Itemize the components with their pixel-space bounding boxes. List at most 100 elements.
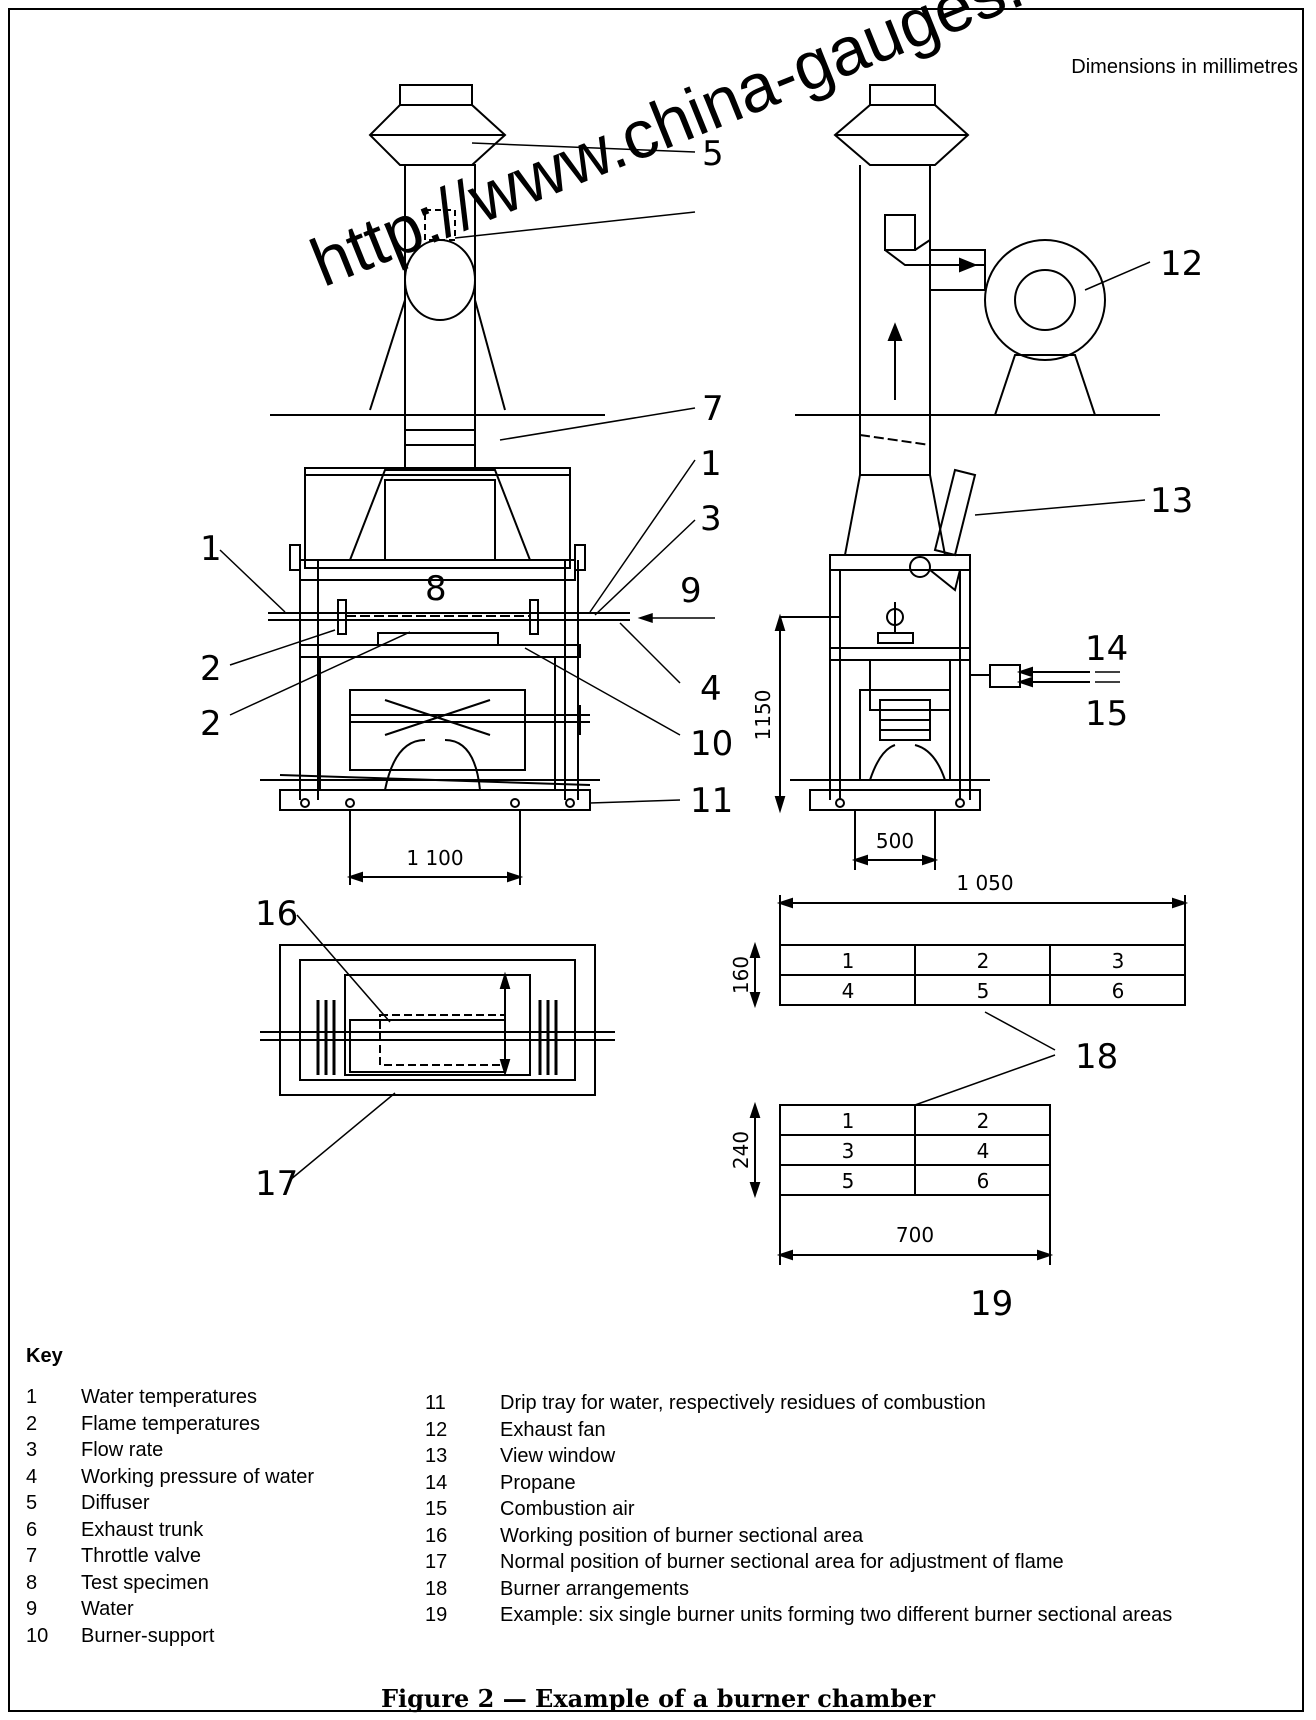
key-text: Exhaust trunk [81, 1518, 204, 1541]
dim-240: 240 [729, 1131, 753, 1169]
table-a-cell: 5 [977, 979, 990, 1003]
key-text: Working pressure of water [81, 1465, 315, 1488]
figure-caption: Figure 2 — Example of a burner chamber [380, 1684, 936, 1713]
burner-chamber-drawing: 5 7 1 2 2 8 1 3 9 4 10 11 12 13 14 15 16… [200, 84, 1203, 1324]
callout-7: 7 [702, 389, 724, 429]
key-number: 13 [425, 1445, 448, 1467]
key-text: View window [500, 1445, 616, 1467]
callout-12: 12 [1160, 244, 1203, 284]
key-title: Key [26, 1345, 63, 1367]
key-item: 11 Drip tray for water, respectively resi… [425, 1390, 1172, 1417]
callout-3: 3 [700, 499, 722, 539]
key-text: Example: six single burner units forming… [500, 1604, 1173, 1626]
callout-10: 10 [690, 724, 733, 764]
key-number: 19 [425, 1604, 448, 1626]
key-number: 1 [26, 1386, 38, 1408]
key-text: Test specimen [81, 1571, 209, 1594]
key-text: Working position of burner sectional are… [500, 1524, 864, 1547]
key-text: Diffuser [81, 1492, 150, 1514]
dim-1100: 1 100 [406, 846, 463, 870]
leader-lines [219, 142, 1151, 1181]
key-item: 18 Burner arrangements [425, 1576, 1172, 1603]
dim-700: 700 [896, 1223, 934, 1247]
key-item: 5 Diffuser [26, 1490, 314, 1517]
key-text: Water [81, 1598, 134, 1620]
key-item: 17 Normal position of burner sectional ar… [425, 1549, 1172, 1576]
key-number: 3 [26, 1439, 38, 1461]
table-b-cell: 2 [977, 1109, 990, 1133]
callout-2-upper: 2 [200, 649, 222, 689]
key-text: Burner arrangements [500, 1577, 689, 1600]
callout-9: 9 [680, 571, 702, 611]
table-a-cell: 6 [1112, 979, 1125, 1003]
table-b-cell: 5 [842, 1169, 855, 1193]
callout-17: 17 [255, 1164, 298, 1204]
key-text: Flame temperatures [81, 1412, 260, 1435]
table-b-cell: 4 [977, 1139, 990, 1163]
key-number: 12 [425, 1418, 448, 1441]
key-number: 6 [26, 1518, 38, 1541]
key-item: 9 Water [26, 1596, 314, 1623]
key-number: 17 [425, 1551, 448, 1573]
callout-2-lower: 2 [200, 704, 222, 744]
key-number: 16 [425, 1524, 448, 1547]
key-text: Flow rate [81, 1439, 164, 1461]
callout-15: 15 [1085, 694, 1128, 734]
key-item: 1 Water temperatures [26, 1384, 314, 1411]
burner-table-a [749, 895, 1189, 1009]
key-text: Drip tray for water, respectively residu… [500, 1392, 986, 1414]
callout-11: 11 [690, 781, 733, 821]
key-item: 2 Flame temperatures [26, 1411, 314, 1438]
key-text: Normal position of burner sectional area… [500, 1551, 1064, 1573]
key-item: 19 Example: six single burner units formi… [425, 1602, 1172, 1629]
callout-4: 4 [700, 669, 722, 709]
figure-frame [8, 8, 1304, 1712]
exhaust-fan [984, 239, 1106, 361]
callout-1-left: 1 [200, 529, 222, 569]
front-view [260, 84, 630, 885]
key-number: 11 [425, 1392, 446, 1414]
table-a-cell: 1 [842, 949, 855, 973]
callout-13: 13 [1150, 481, 1193, 521]
burner-table-b [749, 1101, 1054, 1265]
dimensions-note: Dimensions in millimetres [1071, 56, 1298, 78]
key-number: 15 [425, 1498, 448, 1520]
key-number: 8 [26, 1571, 38, 1594]
key-number: 9 [26, 1598, 38, 1620]
callout-8: 8 [425, 569, 447, 609]
plan-view [260, 944, 615, 1096]
key-number: 18 [425, 1577, 448, 1600]
table-a-cell: 3 [1112, 949, 1125, 973]
key-number: 7 [26, 1545, 38, 1567]
key-column-right: 11 Drip tray for water, respectively resi… [425, 1390, 1172, 1629]
view-window [933, 468, 977, 557]
key-item: 12 Exhaust fan [425, 1417, 1172, 1444]
table-b-cell: 3 [842, 1139, 855, 1163]
dim-160: 160 [729, 956, 753, 994]
key-number: 5 [26, 1492, 38, 1514]
key-item: 3 Flow rate [26, 1437, 314, 1464]
table-a-cell: 2 [977, 949, 990, 973]
key-number: 14 [425, 1471, 448, 1494]
table-b-cell: 6 [977, 1169, 990, 1193]
key-number: 10 [26, 1624, 49, 1647]
table-a-cell: 4 [842, 979, 855, 1003]
callout-18: 18 [1075, 1037, 1118, 1077]
key-item: 10 Burner-support [26, 1623, 314, 1650]
callout-19: 19 [970, 1284, 1013, 1324]
table-b-cell: 1 [842, 1109, 855, 1133]
key-text: Combustion air [500, 1498, 635, 1520]
key-item: 16 Working position of burner sectional a… [425, 1523, 1172, 1550]
key-text: Water temperatures [81, 1386, 257, 1408]
key-text: Exhaust fan [500, 1418, 606, 1441]
key-number: 2 [26, 1412, 38, 1435]
callout-16: 16 [255, 894, 298, 934]
key-item: 4 Working pressure of water [26, 1464, 314, 1491]
key-number: 4 [26, 1465, 38, 1488]
key-text: Burner-support [81, 1624, 215, 1647]
callout-1-right: 1 [700, 444, 722, 484]
key-item: 8 Test specimen [26, 1570, 314, 1597]
